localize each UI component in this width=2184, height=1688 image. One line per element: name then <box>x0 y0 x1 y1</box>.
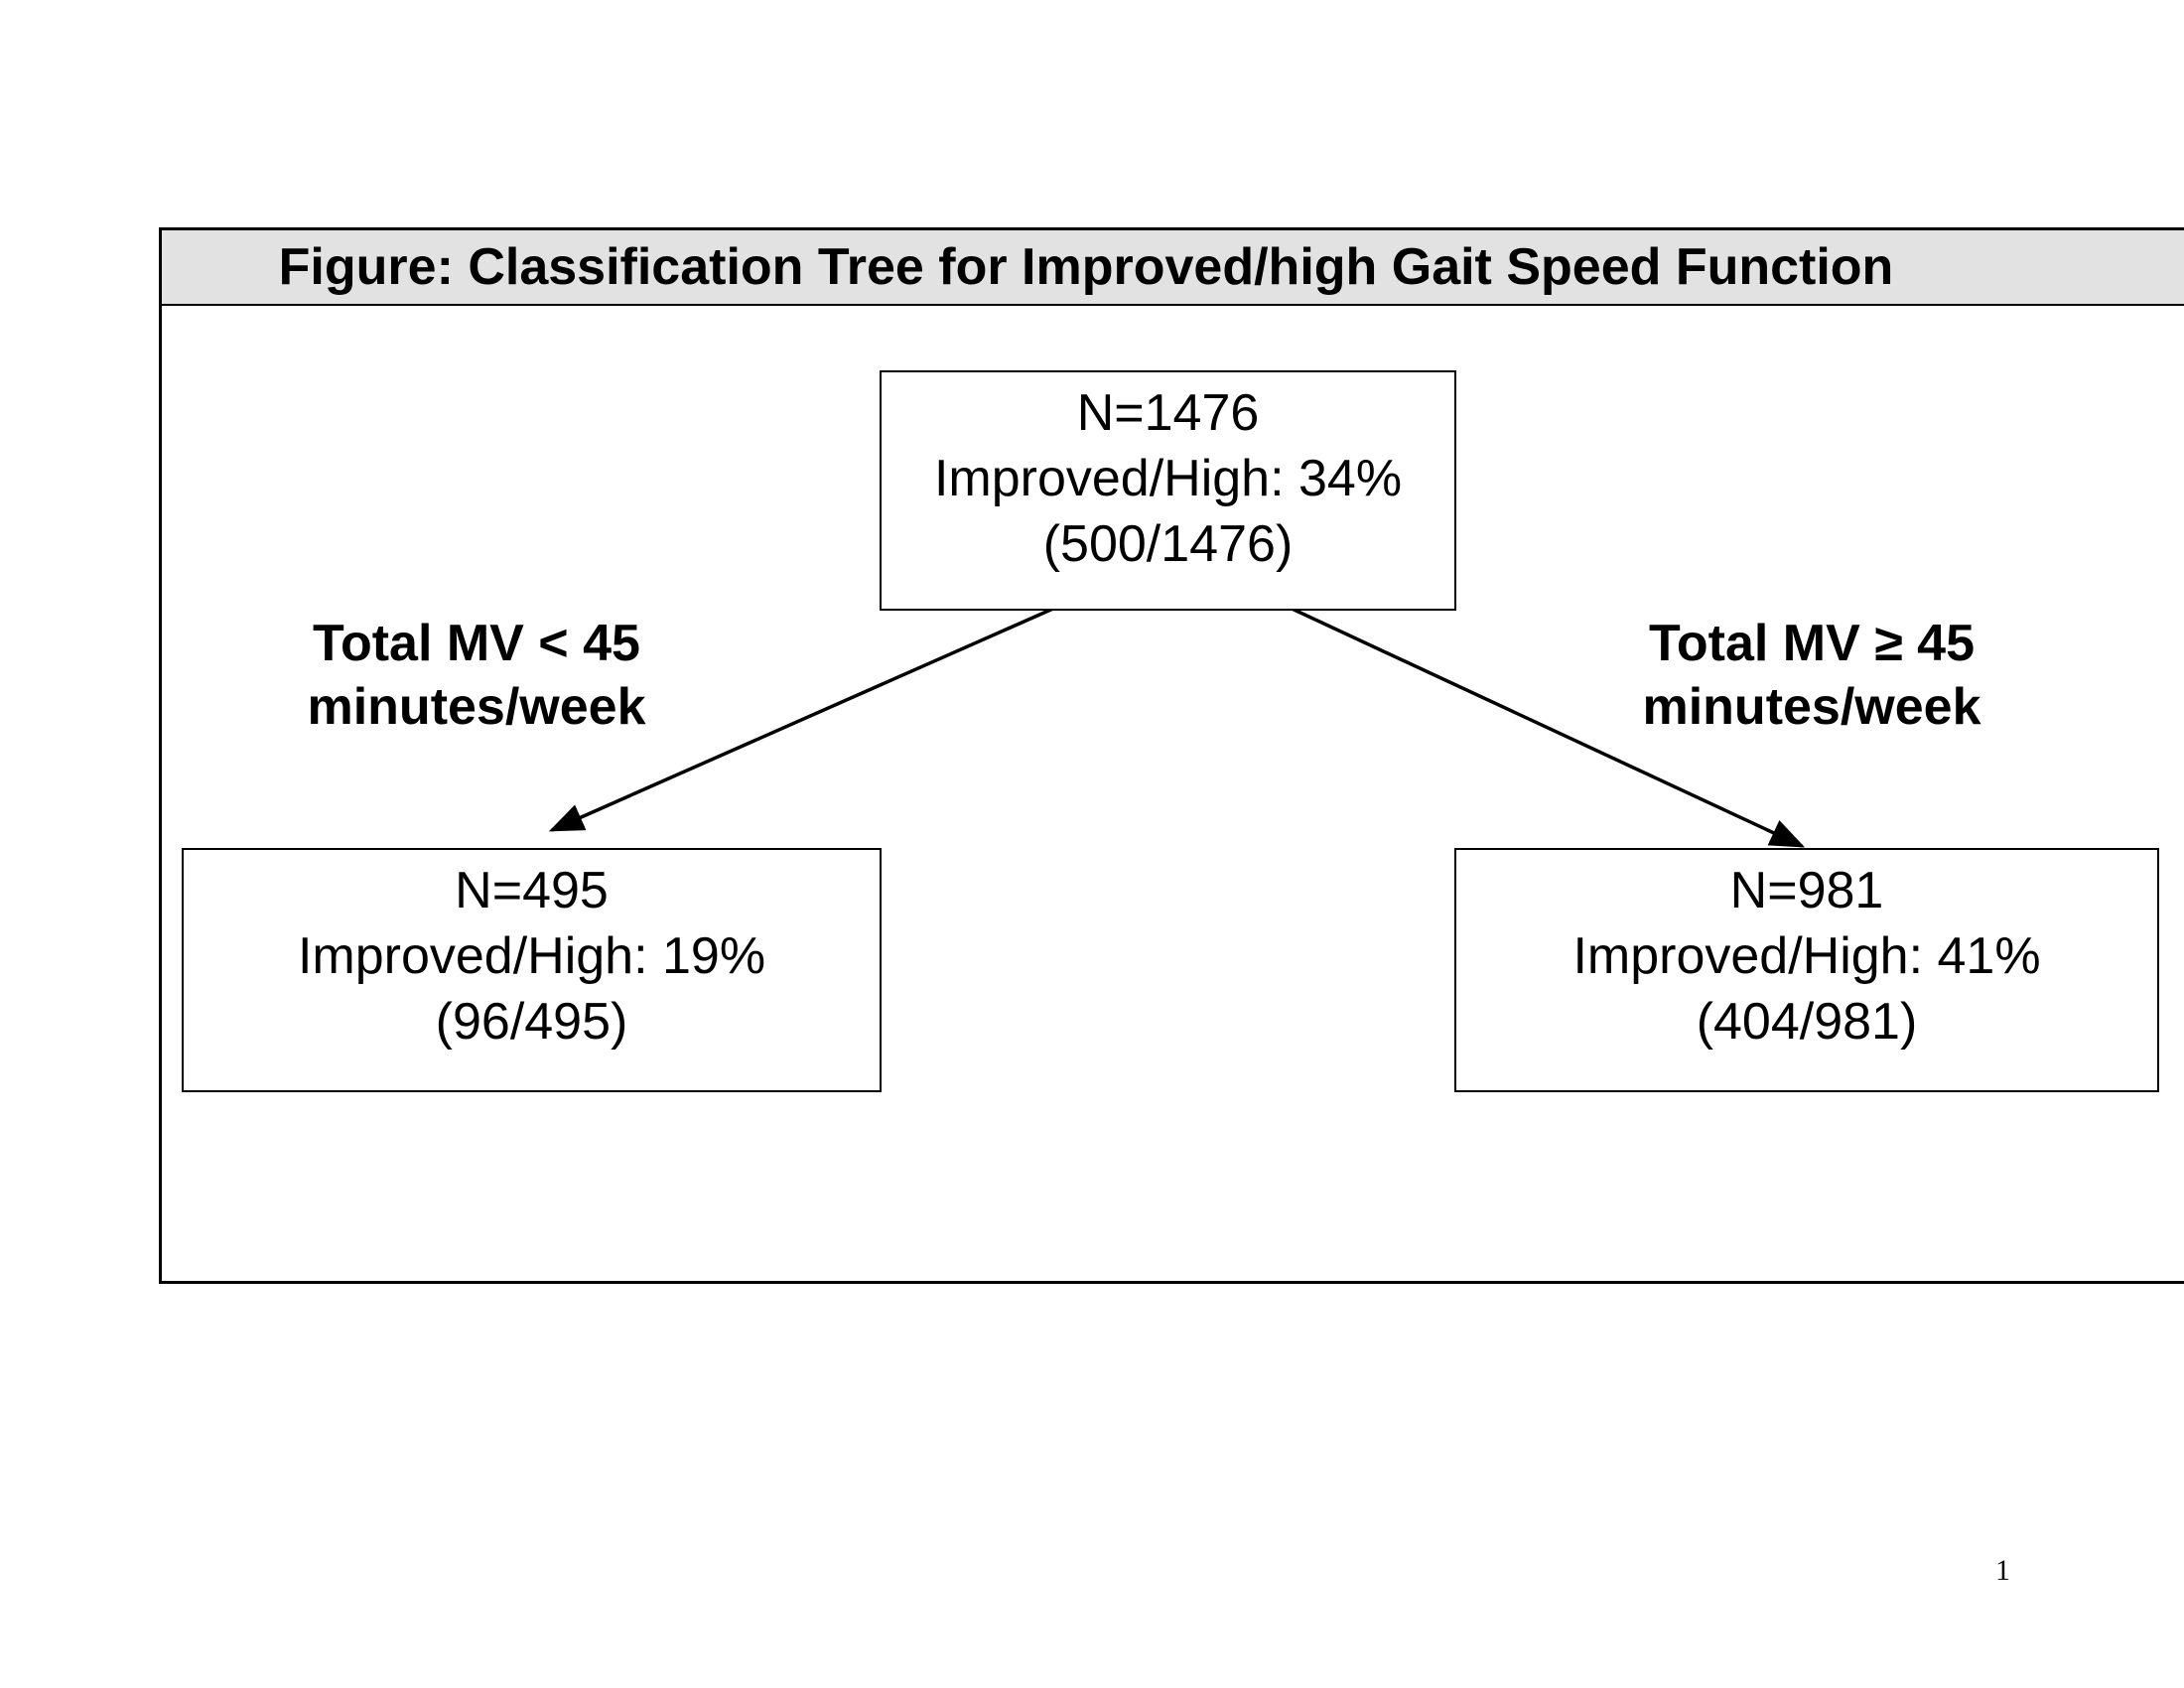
left-rate-label: Improved/High: 19% <box>297 927 766 985</box>
figure-frame: Figure: Classification Tree for Improved… <box>159 227 2184 1284</box>
right-n-label: N=981 <box>1729 862 1884 919</box>
left-n-label: N=495 <box>455 862 609 919</box>
right-split-line1: Total MV ≥ 45 <box>1648 615 1976 672</box>
root-n-label: N=1476 <box>1076 384 1260 442</box>
right-fraction-label: (404/981) <box>1696 993 1918 1051</box>
right-split-line2: minutes/week <box>1642 678 1981 736</box>
left-split-line1: Total MV < 45 <box>313 615 640 672</box>
root-node: N=1476 Improved/High: 34% (500/1476) <box>880 370 1456 611</box>
left-split-line2: minutes/week <box>307 678 646 736</box>
right-split-condition: Total MV ≥ 45 minutes/week <box>1603 612 2020 739</box>
right-leaf-node: N=981 Improved/High: 41% (404/981) <box>1454 848 2159 1092</box>
root-fraction-label: (500/1476) <box>1042 515 1294 573</box>
page-number: 1 <box>1995 1554 2010 1587</box>
figure-title-bar: Figure: Classification Tree for Improved… <box>162 230 2184 306</box>
figure-title: Figure: Classification Tree for Improved… <box>278 238 1894 296</box>
left-split-condition: Total MV < 45 minutes/week <box>268 612 685 739</box>
right-rate-label: Improved/High: 41% <box>1572 927 2041 985</box>
root-rate-label: Improved/High: 34% <box>933 450 1403 507</box>
left-leaf-node: N=495 Improved/High: 19% (96/495) <box>182 848 882 1092</box>
left-fraction-label: (96/495) <box>435 993 628 1051</box>
